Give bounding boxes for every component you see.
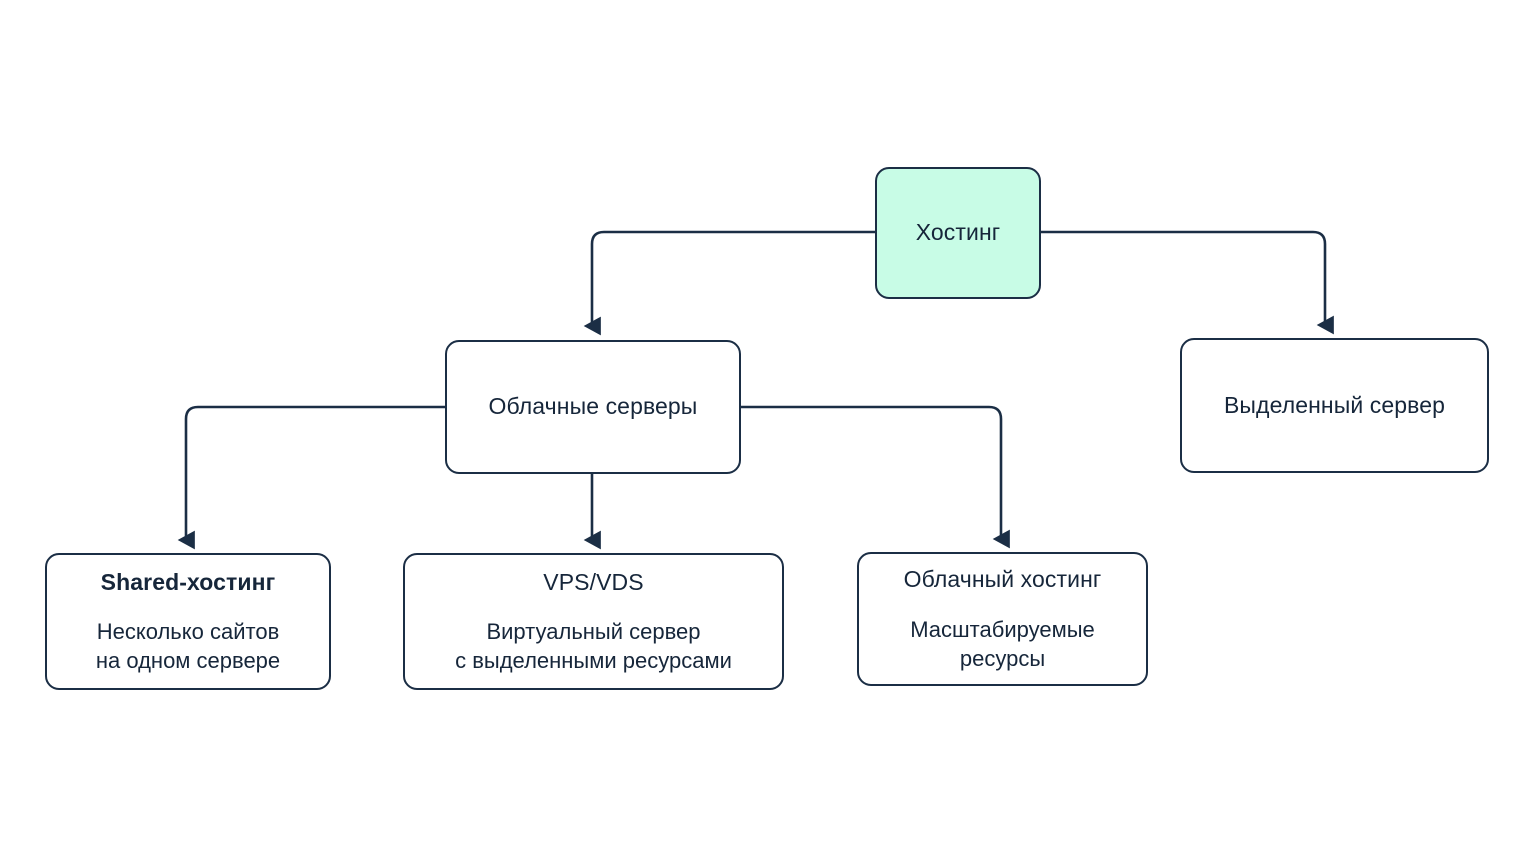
node-shared-hosting-description: Несколько сайтов на одном сервере bbox=[95, 619, 281, 674]
node-vps-vds-title: VPS/VDS bbox=[543, 568, 644, 595]
edge-hosting-to-cloud-servers bbox=[583, 230, 875, 336]
node-cloud-hosting-title: Облачный хостинг bbox=[903, 566, 1102, 593]
node-cloud-hosting-description: Масштабируемые ресурсы bbox=[910, 616, 1095, 671]
node-vps-vds-description: Виртуальный сервер с выделенными ресурса… bbox=[455, 619, 732, 674]
edge-hosting-to-dedicated bbox=[1041, 230, 1334, 335]
node-cloud-servers-title: Облачные серверы bbox=[488, 393, 698, 420]
node-dedicated-server-title: Выделенный сервер bbox=[1223, 391, 1446, 418]
node-dedicated-server[interactable]: Выделенный сервер bbox=[1180, 338, 1489, 473]
edge-cloud-servers-to-cloud-hosting bbox=[741, 405, 1010, 549]
edge-cloud-servers-to-shared bbox=[177, 405, 445, 550]
node-vps-vds[interactable]: VPS/VDS Виртуальный сервер с выделенными… bbox=[403, 553, 784, 690]
node-hosting-title: Хостинг bbox=[915, 219, 1001, 246]
node-shared-hosting[interactable]: Shared-хостинг Несколько сайтов на одном… bbox=[45, 553, 331, 690]
node-cloud-hosting[interactable]: Облачный хостинг Масштабируемые ресурсы bbox=[857, 552, 1148, 686]
node-shared-hosting-title: Shared-хостинг bbox=[100, 568, 276, 595]
node-cloud-servers[interactable]: Облачные серверы bbox=[445, 340, 741, 474]
node-hosting[interactable]: Хостинг bbox=[875, 167, 1041, 299]
